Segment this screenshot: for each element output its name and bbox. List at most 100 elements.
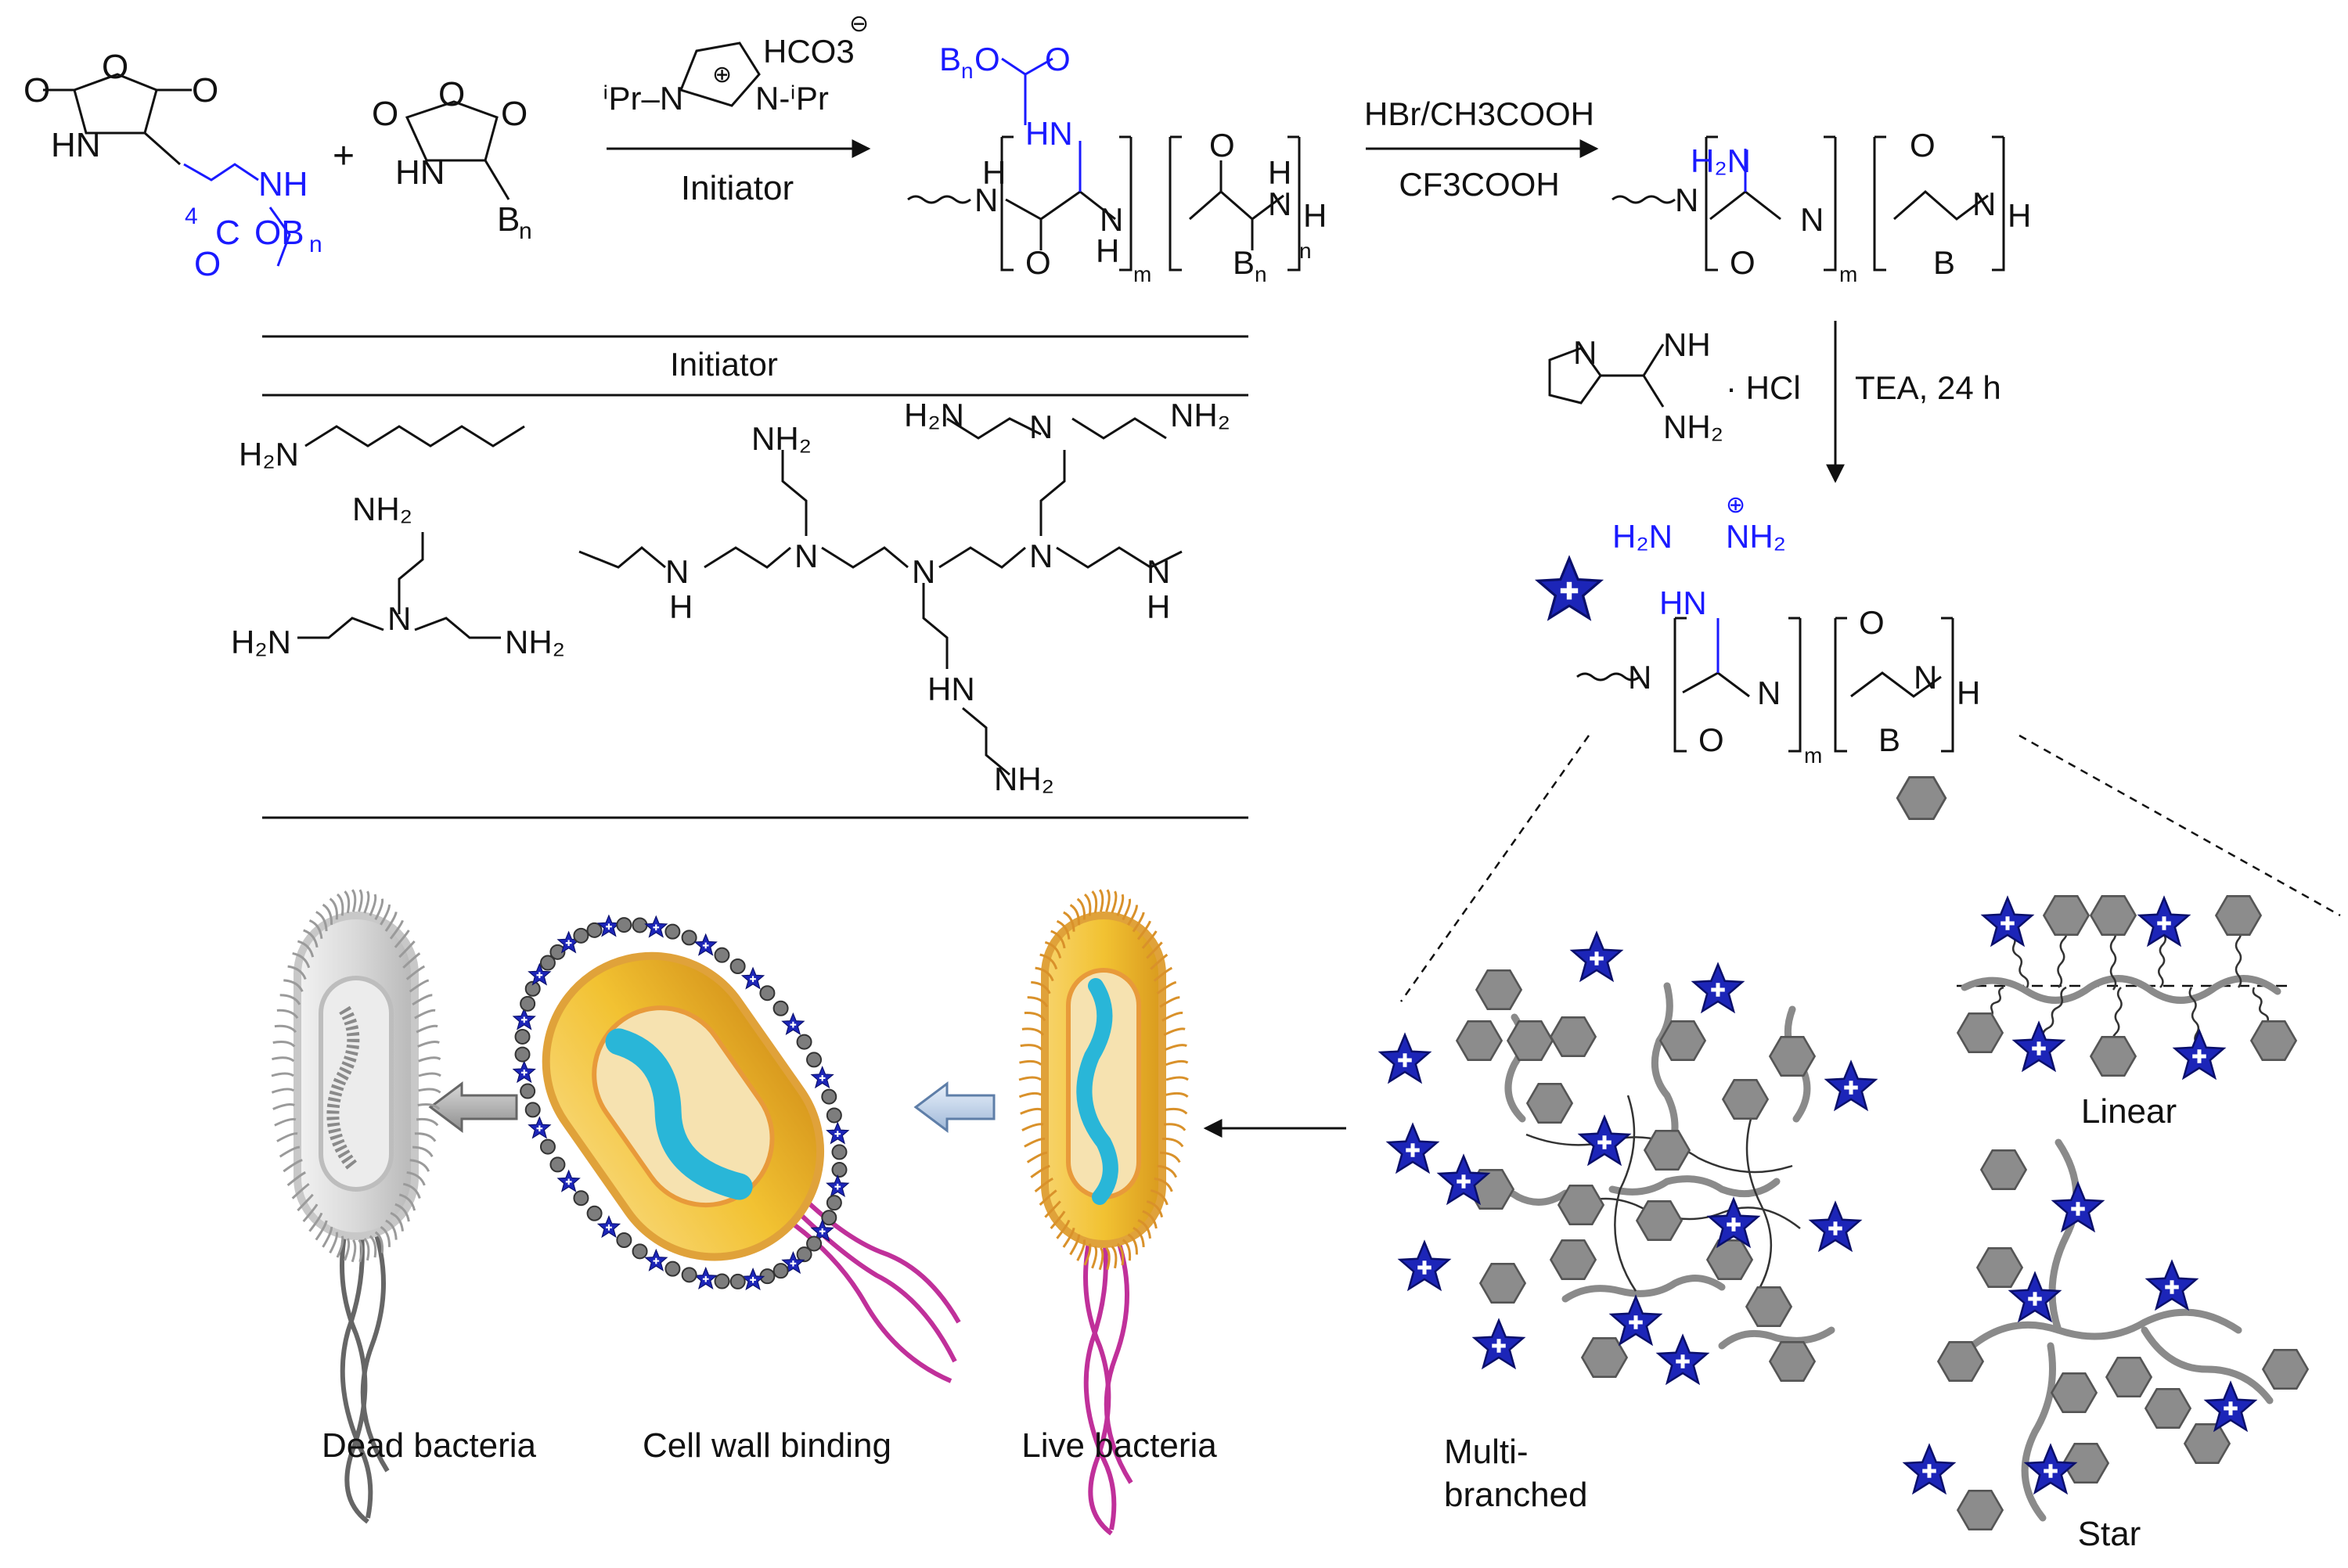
svg-text:O: O [438, 75, 465, 113]
live-hairs [1018, 889, 1189, 1271]
svg-text:H: H [1096, 232, 1119, 269]
hydrophobe-dot-icon [586, 922, 603, 938]
hydrophobe-dot-icon [826, 1195, 842, 1211]
hydrophobe-dot-icon [514, 1046, 531, 1063]
star-cation-icon [1381, 1035, 1430, 1082]
hexagon-hydrophobe-icon [1550, 1239, 1597, 1280]
svg-text:B: B [1233, 244, 1255, 281]
hydrophobe-dot-icon [632, 1243, 648, 1260]
hexagon-hydrophobe-icon [1769, 1036, 1816, 1077]
hydrophobe-dot-icon [821, 1088, 837, 1105]
svg-text:H: H [669, 588, 693, 625]
hexagon-hydrophobe-icon [1644, 1130, 1691, 1171]
svg-text:⊕: ⊕ [712, 62, 732, 88]
svg-text:N: N [1268, 185, 1291, 222]
hydrophobe-dot-icon [796, 1246, 812, 1263]
svg-text:H₂N: H₂N [904, 397, 964, 433]
hydrophobe-dot-icon [549, 1156, 566, 1173]
star-label: Star [2078, 1515, 2141, 1553]
hexagon-hydrophobe-icon [1659, 1020, 1706, 1061]
svg-text:O: O [1209, 127, 1235, 164]
hexagon-hydrophobe-icon [1526, 1083, 1573, 1124]
star-cation-icon [826, 1174, 850, 1197]
svg-text:m: m [1839, 262, 1857, 286]
svg-text:O: O [1859, 604, 1885, 641]
star-cation-icon [644, 1249, 668, 1271]
ncaa-monomer-2 [405, 100, 510, 200]
svg-text:B: B [1933, 244, 1955, 281]
svg-text:N: N [912, 553, 935, 590]
architecture-end-groups [1381, 895, 2309, 1530]
hydrophobe-dot-icon [714, 1273, 730, 1289]
hydrophobe-dot-icon [664, 1261, 681, 1277]
left-arrow-icon [428, 1081, 518, 1133]
svg-text:N: N [1147, 553, 1170, 590]
svg-text:HN: HN [927, 671, 975, 707]
hexagon-hydrophobe-icon [1706, 1239, 1753, 1280]
star-cation-icon [512, 1060, 536, 1084]
hexagon-hydrophobe-icon [1937, 1341, 1984, 1382]
svg-text:N: N [1100, 201, 1123, 238]
guanidinylated-polypeptide [1576, 617, 1954, 753]
hydrophobe-dot-icon [759, 985, 776, 1002]
svg-text:O: O [372, 95, 398, 133]
hydrophobe-dot-icon [681, 930, 697, 946]
bound-bacterium-icon [542, 951, 961, 1383]
star-cation-icon [2206, 1383, 2256, 1430]
hydrophobe-dot-icon [524, 1102, 541, 1118]
star-cation-icon [1811, 1203, 1860, 1250]
star-cation-icon [2026, 1446, 2076, 1493]
svg-text:H₂N: H₂N [1691, 142, 1751, 179]
svg-text:N: N [387, 600, 411, 637]
star-cation-icon [1658, 1336, 1708, 1383]
hydrophobe-dot-icon [549, 944, 566, 960]
svg-text:NH: NH [1663, 326, 1711, 363]
hexagon-hydrophobe-icon [2215, 895, 2262, 936]
svg-text:H: H [2008, 197, 2031, 234]
multi-branched-label-2: branched [1444, 1476, 1587, 1514]
svg-text:NH₂: NH₂ [505, 624, 565, 660]
linear-architecture [1957, 975, 2293, 1004]
hexagon-hydrophobe-icon [2090, 895, 2137, 936]
linear-label: Linear [2081, 1092, 2177, 1131]
star-cation-icon [597, 1215, 621, 1238]
svg-text:NH₂: NH₂ [1170, 397, 1230, 433]
star-cation-icon [1694, 965, 1743, 1012]
svg-text:n: n [961, 59, 974, 83]
hydrophobe-dot-icon [729, 1273, 746, 1289]
star-cation-icon [781, 1012, 805, 1035]
star-architecture [1968, 1138, 2274, 1522]
star-cation-icon [2140, 898, 2189, 945]
star-cation-icon [528, 1116, 552, 1139]
hydrophobe-dot-icon [831, 1162, 848, 1178]
svg-text:NH₂: NH₂ [1663, 408, 1723, 445]
svg-text:m: m [1804, 743, 1822, 768]
star-cation-icon [2015, 1023, 2064, 1070]
initiator-table-header: Initiator [670, 346, 778, 383]
hydrophobe-dot-icon [616, 1232, 632, 1248]
deprotected-polypeptide [1612, 135, 2005, 272]
pyrazole-carboxamidine [1548, 343, 1665, 408]
cell-wall-binding-label: Cell wall binding [643, 1426, 891, 1465]
star-cation-icon [741, 966, 765, 990]
svg-text:⊕: ⊕ [1726, 492, 1745, 518]
svg-text:N: N [665, 553, 689, 590]
svg-text:O: O [974, 41, 1000, 77]
svg-text:N: N [1800, 201, 1824, 238]
hydrophobe-dot-icon [826, 1107, 842, 1124]
guanylation-reagent: · HCl [1726, 369, 1801, 406]
star-cation-icon [741, 1268, 765, 1290]
hydrophobe-dot-icon [772, 1263, 789, 1279]
svg-text:N-ⁱPr: N-ⁱPr [755, 80, 829, 117]
hexagon-hydrophobe-icon [1957, 1490, 2004, 1530]
dead-bacterium-icon [294, 912, 419, 1524]
hexagon-hydrophobe-icon [2090, 1036, 2137, 1077]
svg-text:HN: HN [1025, 115, 1073, 152]
hydrophobe-dot-icon [772, 1000, 789, 1016]
ncaa-monomer-1 [43, 73, 291, 267]
svg-text:OB: OB [254, 214, 304, 252]
star-cation-icon [1827, 1063, 1876, 1109]
star-cation-icon [1612, 1297, 1661, 1344]
hydrophobe-dot-icon [729, 958, 746, 975]
